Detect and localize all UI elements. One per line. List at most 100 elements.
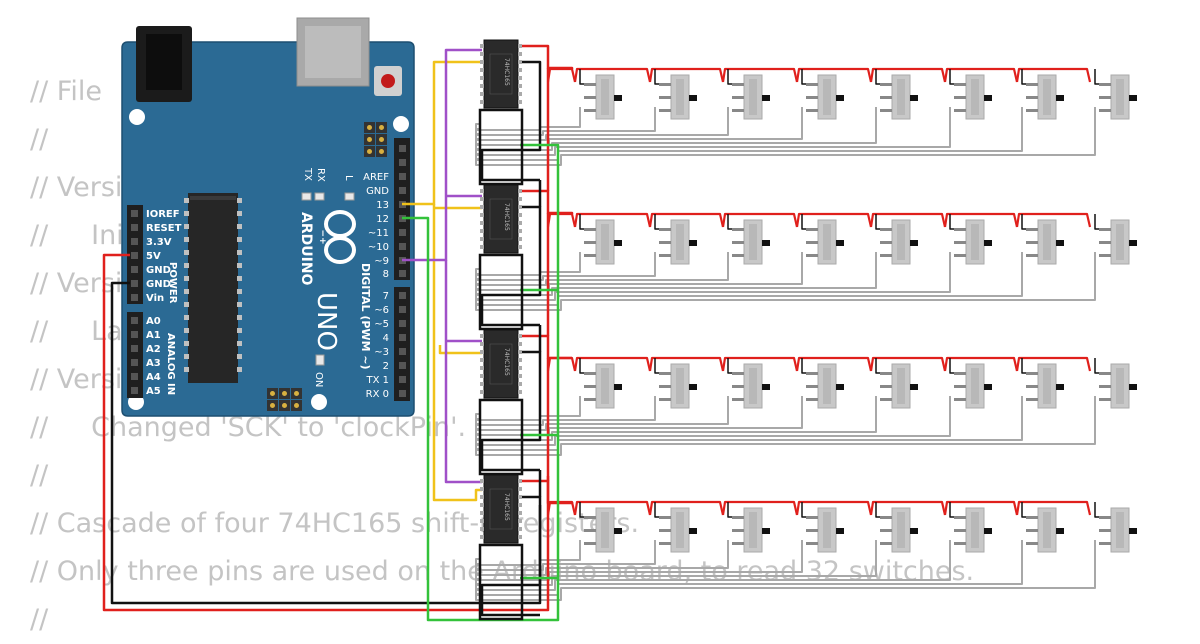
shift-register-chip: 74HC165 <box>478 329 524 476</box>
switch-knob <box>762 240 770 246</box>
switch-knob <box>762 384 770 390</box>
switch-pin <box>732 83 744 86</box>
switch-pin <box>584 96 596 99</box>
switch-lead <box>875 358 880 374</box>
switch-pin <box>806 516 818 519</box>
switch-slot <box>676 512 684 548</box>
chip-leg <box>518 350 522 354</box>
switch-signal-wire <box>475 540 951 591</box>
switch-pin <box>659 254 671 257</box>
chip-leg <box>480 350 484 354</box>
switch-pin <box>659 529 671 532</box>
switch-knob <box>762 528 770 534</box>
chip-leg <box>480 487 484 491</box>
slide-switch <box>579 69 622 120</box>
slide-switch <box>1021 502 1064 553</box>
switch-knob <box>910 95 918 101</box>
chip-leg <box>518 205 522 209</box>
digital-header-title: DIGITAL (PWM ~) <box>359 263 372 370</box>
switch-pin <box>584 254 596 257</box>
chip-gnd-wire <box>480 60 542 182</box>
chip-leg <box>480 92 484 96</box>
chip-leg <box>518 519 522 523</box>
icsp-pin <box>282 391 287 396</box>
chip-leg <box>518 229 522 233</box>
switch-slot <box>1116 224 1124 260</box>
chip-leg <box>237 315 242 320</box>
switch-lead <box>727 214 732 230</box>
switch-knob <box>836 95 844 101</box>
switch-pin <box>1099 398 1111 401</box>
chip-leg <box>518 245 522 249</box>
switch-slot <box>749 512 757 548</box>
switch-pin <box>584 542 596 545</box>
header-socket <box>131 359 138 366</box>
usb-inner <box>305 26 361 78</box>
header-socket <box>399 320 406 327</box>
switch-rows <box>475 67 1137 601</box>
chip-leg <box>518 342 522 346</box>
header-socket <box>131 387 138 394</box>
chip-breadboard-outline <box>478 398 524 476</box>
slide-switch <box>727 214 770 265</box>
chip-leg <box>518 68 522 72</box>
chip-leg <box>518 197 522 201</box>
chip-leg <box>184 276 189 281</box>
switch-signal-wire <box>475 107 729 141</box>
switch-pin <box>954 241 966 244</box>
header-socket <box>399 306 406 313</box>
chip-leg <box>480 511 484 515</box>
chip-label: 74HC165 <box>503 493 510 521</box>
switch-slot <box>601 224 609 260</box>
switch-signal-wire <box>475 540 729 576</box>
digital-pin-label: AREF <box>363 172 389 183</box>
switch-slot <box>1043 224 1051 260</box>
icsp-pin <box>379 149 384 154</box>
digital-pin-label: 12 <box>376 214 389 225</box>
switch-lead <box>1094 69 1099 85</box>
switch-pin <box>1026 516 1038 519</box>
header-socket <box>399 173 406 180</box>
switch-vcc-wire <box>721 212 799 228</box>
switch-lead <box>654 69 659 85</box>
switch-pin <box>659 372 671 375</box>
slide-switch <box>1094 214 1137 265</box>
switch-knob <box>689 95 697 101</box>
switch-knob <box>1056 384 1064 390</box>
slide-switch <box>1094 69 1137 120</box>
chip-vcc-wire <box>518 334 572 360</box>
switch-slot <box>1043 512 1051 548</box>
switch-pin <box>584 109 596 112</box>
switch-lead <box>579 214 584 230</box>
shift-register-chip: 74HC165 <box>478 184 524 331</box>
switch-vcc-wire <box>573 212 652 228</box>
icsp-pin <box>367 149 372 154</box>
header-socket <box>399 229 406 236</box>
switch-lead <box>949 502 954 518</box>
switch-pin <box>732 385 744 388</box>
switch-signal-wire <box>475 540 877 586</box>
switch-pin <box>1026 372 1038 375</box>
header-socket <box>399 362 406 369</box>
switch-lead <box>654 358 659 374</box>
digital-pin-label: ~10 <box>368 242 389 253</box>
switch-signal-wire <box>475 540 656 571</box>
chip-leg <box>518 92 522 96</box>
power-pin-label: IOREF <box>146 209 180 220</box>
switch-lead <box>1021 214 1026 230</box>
slide-switch <box>801 214 844 265</box>
chip-leg <box>518 358 522 362</box>
switch-pin <box>659 385 671 388</box>
switch-vcc-wire <box>795 212 873 228</box>
switch-lead <box>875 69 880 85</box>
switch-knob <box>984 95 992 101</box>
switch-lead <box>1094 214 1099 230</box>
slide-switch <box>875 214 918 265</box>
switch-pin <box>659 83 671 86</box>
switch-knob <box>1056 240 1064 246</box>
switch-lead <box>579 358 584 374</box>
slide-switch <box>654 358 697 409</box>
chip-label: 74HC165 <box>503 348 510 376</box>
switch-vcc-wire <box>573 356 652 372</box>
